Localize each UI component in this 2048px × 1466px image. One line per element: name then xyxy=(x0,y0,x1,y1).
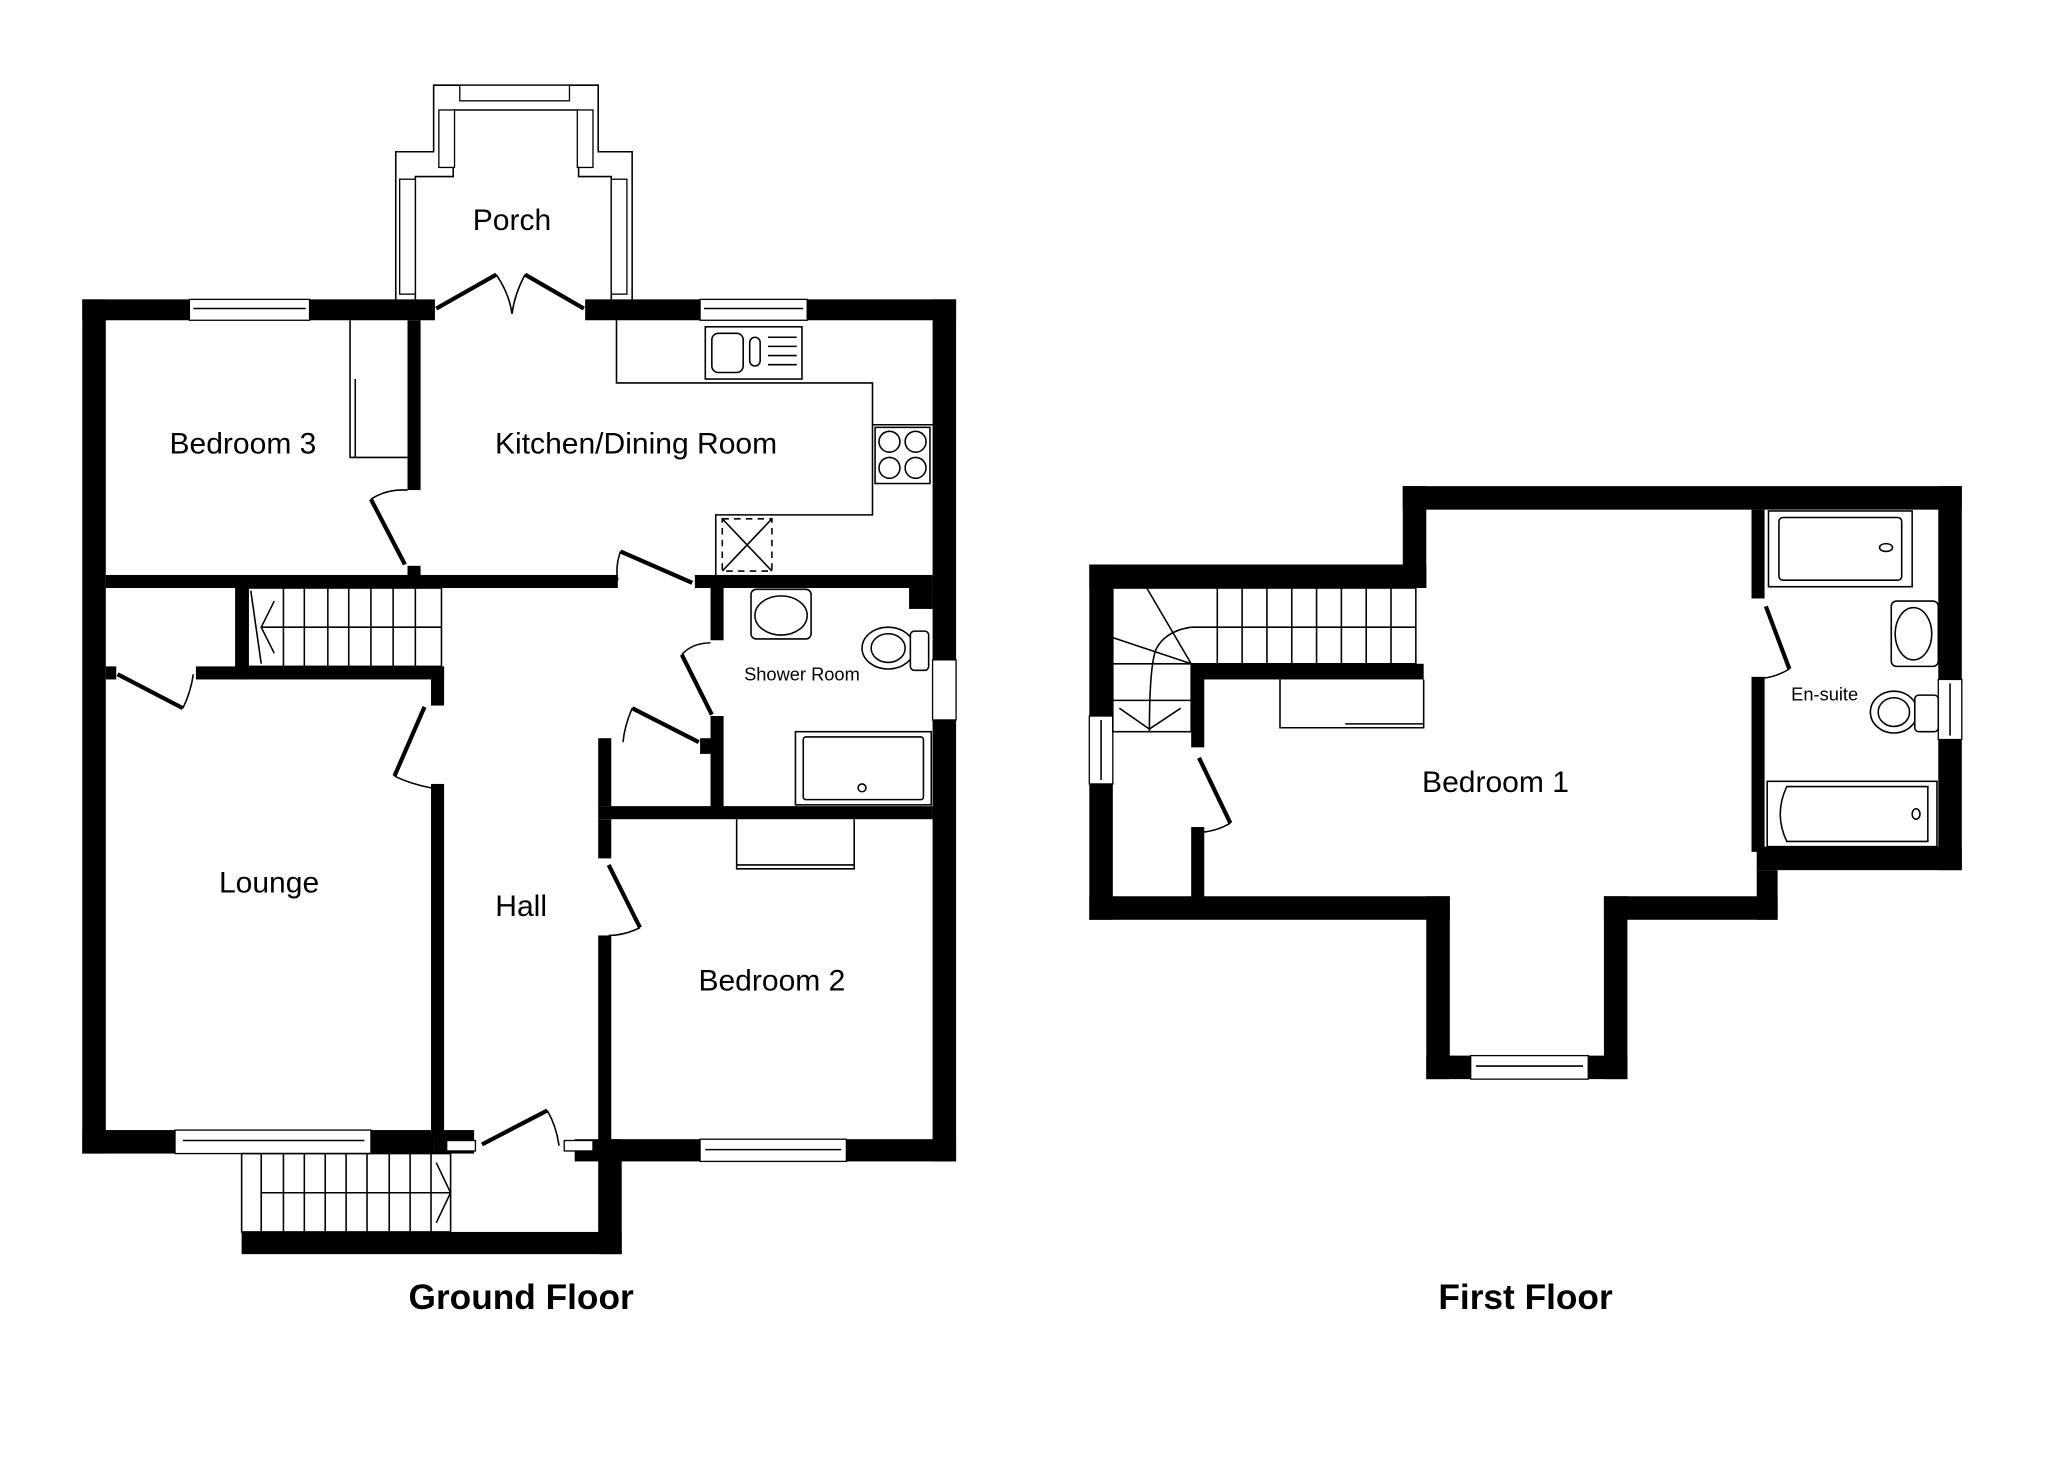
room-label-bedroom-3: Bedroom 3 xyxy=(169,427,316,460)
room-label-bedroom-1: Bedroom 1 xyxy=(1422,766,1569,799)
first-stairs xyxy=(1112,587,1417,733)
ground-windows xyxy=(174,298,957,1163)
room-label-hall: Hall xyxy=(495,890,547,923)
ground-stairs-internal xyxy=(247,587,443,668)
first-outer-walls xyxy=(1089,486,1962,1080)
ground-stairs-external xyxy=(240,1152,452,1233)
floor-title-ground: Ground Floor xyxy=(409,1278,634,1317)
first-inner-walls xyxy=(1191,509,1765,899)
appliance-icon xyxy=(721,518,773,572)
porch-bay xyxy=(394,84,633,314)
ground-doors xyxy=(116,489,714,1147)
room-label-bedroom-2: Bedroom 2 xyxy=(698,964,845,997)
room-label-porch: Porch xyxy=(473,204,551,237)
bedroom2-wardrobe xyxy=(735,819,855,870)
ground-floor-plan: Porch Bedroom 3 Kitchen/Dining Room Show… xyxy=(82,84,957,1317)
bath-icon xyxy=(1766,780,1938,848)
ensuite-fittings xyxy=(1766,510,1940,848)
basin-icon xyxy=(1890,600,1940,668)
kitchen-fittings xyxy=(349,320,933,575)
ground-inner-walls xyxy=(105,320,933,1145)
hob-icon xyxy=(874,426,931,485)
shower-tray-icon xyxy=(1767,510,1913,588)
shower-tray-icon xyxy=(794,730,933,806)
room-label-kitchen-dining: Kitchen/Dining Room xyxy=(495,427,777,460)
first-doors xyxy=(1197,605,1792,834)
first-windows xyxy=(1088,678,1963,1080)
room-label-shower-room: Shower Room xyxy=(744,664,860,685)
room-label-en-suite: En-suite xyxy=(1791,683,1858,704)
shower-room-fittings xyxy=(750,588,933,806)
room-label-lounge: Lounge xyxy=(219,866,319,899)
first-floor-plan: Bedroom 1 En-suite First Floor xyxy=(1088,486,1963,1317)
floor-title-first: First Floor xyxy=(1438,1278,1613,1317)
ground-outer-walls xyxy=(82,299,957,1255)
basin-icon xyxy=(750,588,812,640)
bedroom1-wardrobe xyxy=(1279,679,1425,729)
